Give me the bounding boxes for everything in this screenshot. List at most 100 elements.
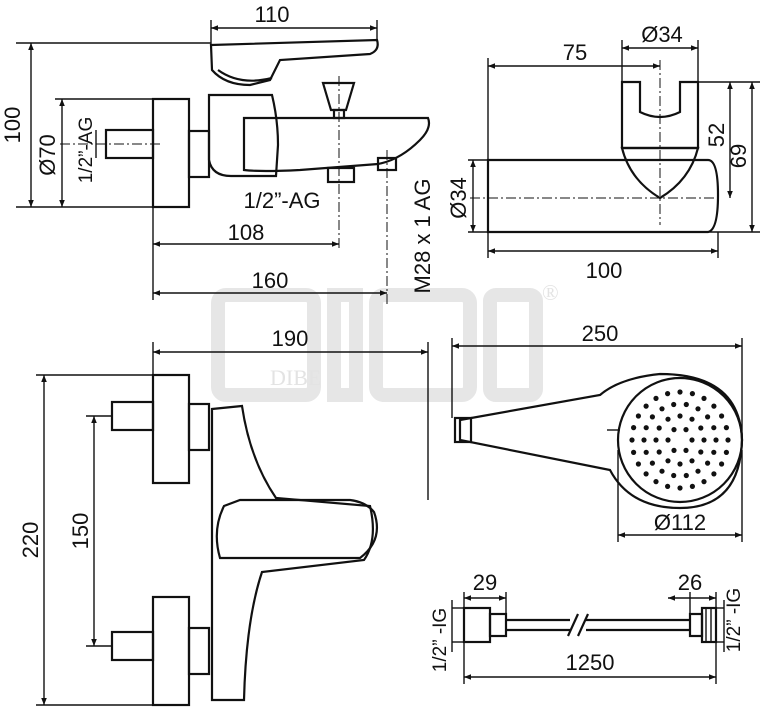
dim-handshower-length: 250: [582, 321, 619, 346]
dim-front-width: 190: [272, 326, 309, 351]
shower-holder-view: 75 Ø34 52 69 Ø34 100: [446, 22, 760, 283]
hand-shower-view: 250 Ø112: [451, 321, 744, 542]
nozzle: [677, 461, 683, 467]
nozzle: [689, 416, 695, 422]
lever-handle: [209, 38, 379, 87]
mixer-body: [207, 93, 280, 178]
hose-right-nut: [700, 606, 718, 644]
nozzle: [656, 425, 662, 431]
nozzle: [719, 413, 725, 419]
lower-rosette: [151, 595, 191, 707]
nozzle: [649, 460, 656, 466]
nozzle: [711, 471, 717, 477]
nozzle: [659, 406, 665, 412]
front-mixer-body: [210, 404, 375, 702]
holder-body: [486, 158, 720, 234]
nozzle: [671, 447, 677, 453]
watermark: DIBE ®: [211, 280, 559, 402]
nozzle: [677, 485, 683, 491]
hose-left-nut: [462, 606, 492, 644]
nozzle: [671, 427, 677, 433]
nozzle: [659, 468, 665, 474]
union-nut: [187, 129, 211, 179]
nozzle: [711, 449, 717, 455]
nozzle: [683, 401, 689, 408]
spout: [242, 116, 431, 173]
nozzle: [719, 461, 725, 467]
dim-aerator-thread: M28 x 1 AG: [410, 179, 435, 294]
nozzle: [689, 483, 696, 489]
nozzle: [671, 401, 677, 408]
dim-top-height: 100: [0, 107, 25, 144]
nozzle: [689, 458, 695, 464]
nozzle: [683, 447, 689, 453]
dim-handshower-diameter: Ø112: [654, 510, 706, 535]
nozzle: [701, 479, 707, 485]
nozzle: [649, 414, 656, 420]
nozzle: [695, 406, 701, 412]
dim-hose-right-nut: 26: [678, 570, 702, 595]
nozzle: [665, 416, 671, 422]
dim-outlet-thread: 1/2”-AG: [243, 188, 320, 213]
nozzle: [656, 449, 662, 455]
nozzle: [643, 449, 649, 455]
watermark-registered-mark: ®: [542, 280, 559, 305]
nozzle: [653, 479, 659, 485]
dim-holder-offset: 75: [563, 40, 587, 65]
dim-holder-body-diameter: Ø34: [446, 177, 471, 219]
nozzle: [725, 437, 731, 443]
dim-holder-height-inner: 52: [704, 123, 729, 147]
upper-rosette: [151, 373, 191, 485]
nozzle: [653, 437, 659, 443]
dim-holder-length: 100: [586, 258, 623, 283]
nozzle: [698, 449, 704, 455]
dim-holder-height-total: 69: [726, 144, 751, 168]
nozzle: [643, 403, 649, 409]
dim-spout-to-outlet: 108: [228, 220, 265, 245]
nozzle: [643, 471, 649, 477]
nozzle: [677, 413, 683, 419]
nozzle: [723, 425, 730, 431]
dim-holder-diameter: Ø34: [641, 22, 683, 47]
nozzle: [723, 449, 730, 455]
dim-hose-left-nut: 29: [473, 570, 497, 595]
dim-hose-length: 1250: [566, 650, 615, 675]
nozzle: [705, 414, 711, 420]
nozzle: [711, 425, 717, 431]
nozzle: [641, 437, 647, 443]
shower-outlet: [326, 166, 356, 184]
nozzle: [665, 437, 671, 443]
nozzle: [701, 395, 707, 401]
nozzle: [701, 437, 707, 443]
front-lever: [215, 498, 378, 560]
nozzle: [665, 483, 671, 489]
diverter-knob: [321, 81, 356, 112]
nozzle: [689, 437, 695, 443]
hand-shower-thread: [453, 416, 473, 444]
nozzle: [713, 437, 719, 443]
dim-inlet-spacing: 150: [68, 513, 93, 550]
nozzle: [711, 403, 717, 409]
dim-top-width: 110: [254, 2, 289, 27]
nozzle: [683, 472, 689, 479]
nozzle: [631, 425, 637, 431]
nozzle: [653, 395, 659, 401]
dim-hose-right-thread: 1/2” -IG: [724, 588, 745, 652]
watermark-text: DIBE: [270, 365, 321, 390]
nozzle: [665, 391, 671, 397]
holder-cradle: [620, 80, 700, 150]
nozzle: [683, 427, 689, 433]
dim-hose-left-thread: 1/2” -IG: [430, 608, 451, 672]
nozzle: [695, 468, 701, 474]
dim-inlet-diameter: Ø70: [35, 134, 60, 176]
nozzle: [698, 425, 704, 431]
side-view: 110 100 Ø70 1/2”-AG 1/2”-AG 108 160 M28 …: [0, 2, 435, 305]
front-view: 190 220 150: [18, 326, 429, 707]
nozzle: [643, 425, 649, 431]
nozzle: [635, 413, 642, 419]
nozzle: [677, 389, 683, 395]
hose-view: 1/2” -IG 29 26 1/2” -IG 1250: [430, 570, 745, 684]
nozzle: [705, 460, 711, 466]
dim-total-depth: 160: [252, 268, 289, 293]
